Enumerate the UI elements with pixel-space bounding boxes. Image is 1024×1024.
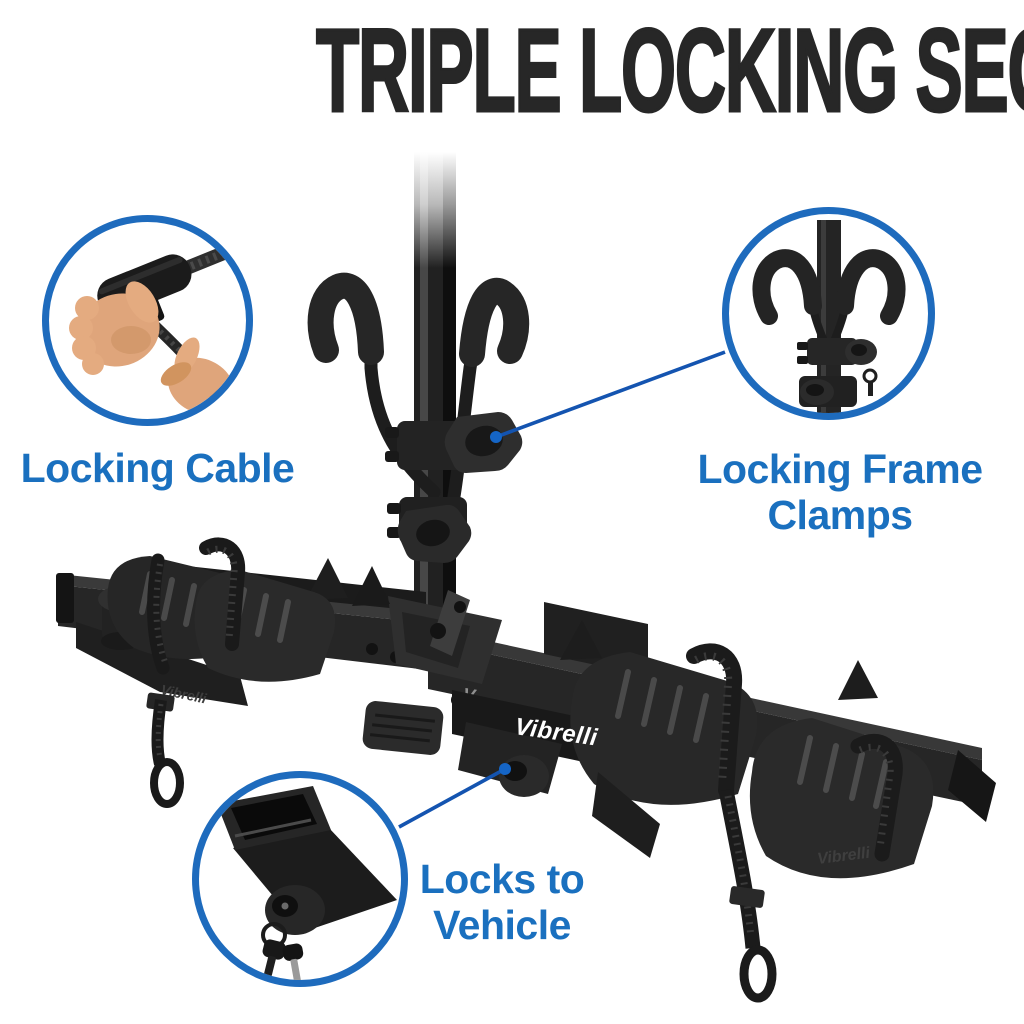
wheel-cradles-right: Vibrelli xyxy=(544,602,934,1003)
tilt-pedal xyxy=(362,701,444,755)
embossed-logo-right: Vibrelli xyxy=(816,845,871,868)
leader-dot-frame-clamps xyxy=(490,431,502,443)
wheel-cradles-left: Vibrelli xyxy=(76,537,390,808)
label-locks-to-vehicle: Locks to Vehicle xyxy=(419,856,585,948)
frame-clamps xyxy=(385,412,523,563)
folding-hinge: V xyxy=(388,590,502,706)
leader-line-frame-clamps xyxy=(490,350,726,443)
label-locking-frame-clamps: Locking Frame Clamps xyxy=(697,446,983,538)
label-locking-cable: Locking Cable xyxy=(20,445,295,491)
leader-dot-locks-to-vehicle xyxy=(499,763,511,775)
leader-line-locks-to-vehicle xyxy=(398,763,511,829)
hitch-arm xyxy=(452,690,612,797)
callout-circle-frame-clamps xyxy=(722,207,935,420)
frame-clamps-photo xyxy=(752,220,906,413)
page-title: TRIPLE LOCKING SECURITY xyxy=(0,5,1024,137)
hitch-lock-photo xyxy=(217,786,397,980)
callout-circle-locks-to-vehicle xyxy=(192,771,408,987)
callout-circle-locking-cable xyxy=(42,215,253,426)
locking-cable-photo xyxy=(69,237,246,419)
page-title-text: TRIPLE LOCKING SECURITY xyxy=(315,5,1024,137)
mast xyxy=(414,152,456,650)
